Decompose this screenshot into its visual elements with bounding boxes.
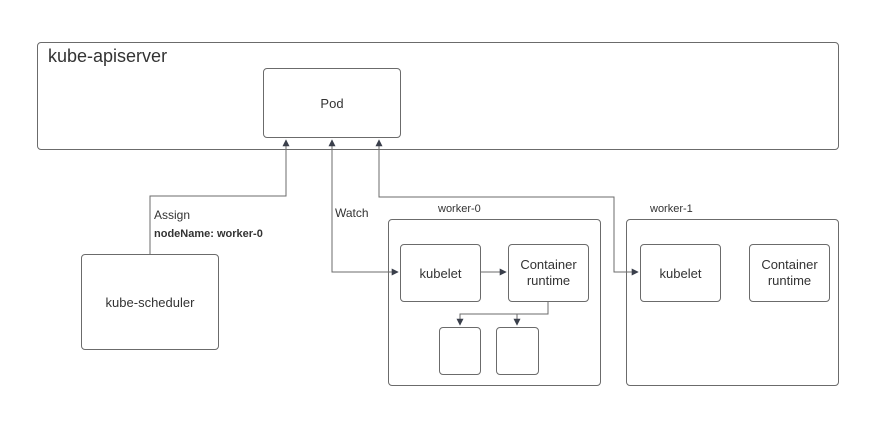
kube-scheduler-label: kube-scheduler bbox=[105, 294, 195, 310]
watch-arrow-worker-0 bbox=[328, 139, 399, 276]
pod-box: Pod bbox=[263, 68, 401, 138]
worker-0-container-a bbox=[439, 327, 481, 375]
worker-1-title: worker-1 bbox=[650, 203, 693, 215]
worker-0-container-b bbox=[496, 327, 539, 375]
worker-1-runtime-line2: runtime bbox=[767, 273, 812, 288]
worker-1-container-runtime-box: Container runtime bbox=[749, 244, 830, 302]
worker-0-runtime-line2: runtime bbox=[526, 273, 571, 288]
watch-arrow-worker-1 bbox=[375, 139, 639, 276]
assign-label: Assign bbox=[154, 208, 191, 222]
assign-arrow bbox=[149, 139, 290, 254]
worker-1-kubelet-box: kubelet bbox=[640, 244, 721, 302]
kube-apiserver-title: kube-apiserver bbox=[48, 46, 168, 66]
runtime-to-containers-arrow bbox=[456, 302, 549, 326]
kube-scheduler-box: kube-scheduler bbox=[81, 254, 219, 350]
worker-1-runtime-line1: Container bbox=[761, 257, 818, 272]
kube-apiserver-box bbox=[37, 42, 839, 150]
pod-label: Pod bbox=[320, 95, 344, 111]
worker-1-kubelet-label: kubelet bbox=[659, 265, 702, 281]
node-name-label: nodeName: worker-0 bbox=[154, 228, 263, 240]
